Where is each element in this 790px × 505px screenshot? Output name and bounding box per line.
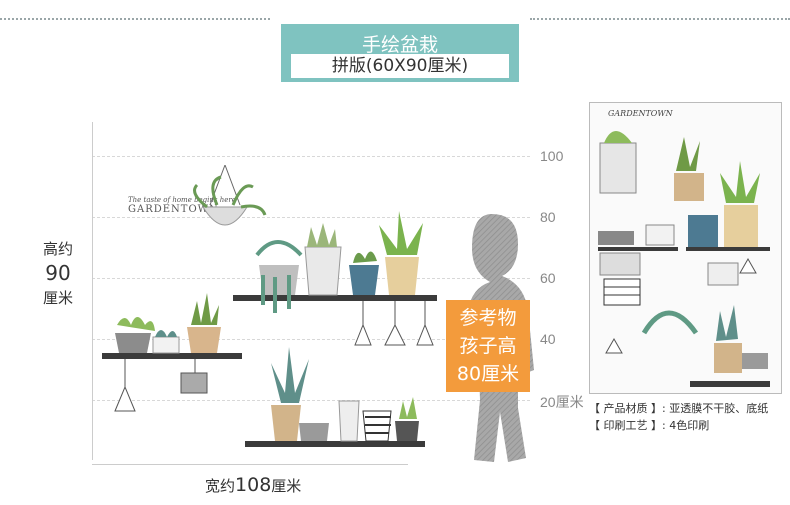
garden-logo: The taste of home begins here GARDENTOWN <box>128 196 236 215</box>
reference-box: 参考物 孩子高 80厘米 <box>446 300 530 392</box>
page-subtitle: 拼版(60X90厘米) <box>291 54 509 78</box>
sheet-illustration <box>598 131 770 387</box>
reference-line-1: 参考物 <box>459 307 517 329</box>
width-value: 108 <box>235 474 272 496</box>
height-unit: 厘米 <box>42 289 73 307</box>
height-value: 90 <box>45 261 71 285</box>
upper-shelf-pots <box>255 211 423 313</box>
tick-40: 40 <box>540 331 556 347</box>
hanging-bell-icons <box>114 301 434 412</box>
plant-illustration <box>102 165 437 447</box>
logo-brand: GARDENTOWN <box>128 204 219 215</box>
grid-line-80 <box>92 217 530 218</box>
hanging-planter-icon <box>193 165 267 226</box>
height-prefix: 高约 <box>42 240 73 258</box>
material-label: 【 产品材质 】: <box>589 402 666 415</box>
height-label: 高约 90 厘米 <box>38 238 78 308</box>
grid-line-40 <box>92 339 530 340</box>
process-value: 4色印刷 <box>669 419 710 432</box>
tick-80: 80 <box>540 209 556 225</box>
height-axis <box>92 122 93 460</box>
reference-line-2: 孩子高 <box>459 335 517 357</box>
sticker-sheet-preview: GARDENTOWN <box>589 102 782 394</box>
width-prefix: 宽约 <box>205 477 236 495</box>
width-axis <box>92 464 408 465</box>
left-shelf-pots <box>115 293 221 354</box>
width-label: 宽约108厘米 <box>205 474 301 496</box>
process-row: 【 印刷工艺 】: 4色印刷 <box>589 417 768 434</box>
material-value: 亚透膜不干胶、底纸 <box>669 402 769 415</box>
top-dotted-rule-right <box>530 18 790 20</box>
product-info: 【 产品材质 】: 亚透膜不干胶、底纸 【 印刷工艺 】: 4色印刷 <box>589 400 768 434</box>
logo-tagline: The taste of home begins here <box>128 196 236 204</box>
top-dotted-rule-left <box>0 18 270 20</box>
grid-line-20 <box>92 400 530 401</box>
grid-line-100 <box>92 156 530 157</box>
bottom-shelf-pots <box>271 347 419 442</box>
tick-20: 20厘米 <box>540 394 584 410</box>
page-title: 手绘盆栽 <box>361 34 438 56</box>
tick-60: 60 <box>540 270 556 286</box>
tick-100: 100 <box>540 148 564 164</box>
reference-line-3: 80厘米 <box>456 363 520 385</box>
width-unit: 厘米 <box>271 477 302 495</box>
material-row: 【 产品材质 】: 亚透膜不干胶、底纸 <box>589 400 768 417</box>
process-label: 【 印刷工艺 】: <box>589 419 666 432</box>
sheet-brand: GARDENTOWN <box>608 109 673 118</box>
title-banner: 手绘盆栽 拼版(60X90厘米) <box>281 24 519 82</box>
